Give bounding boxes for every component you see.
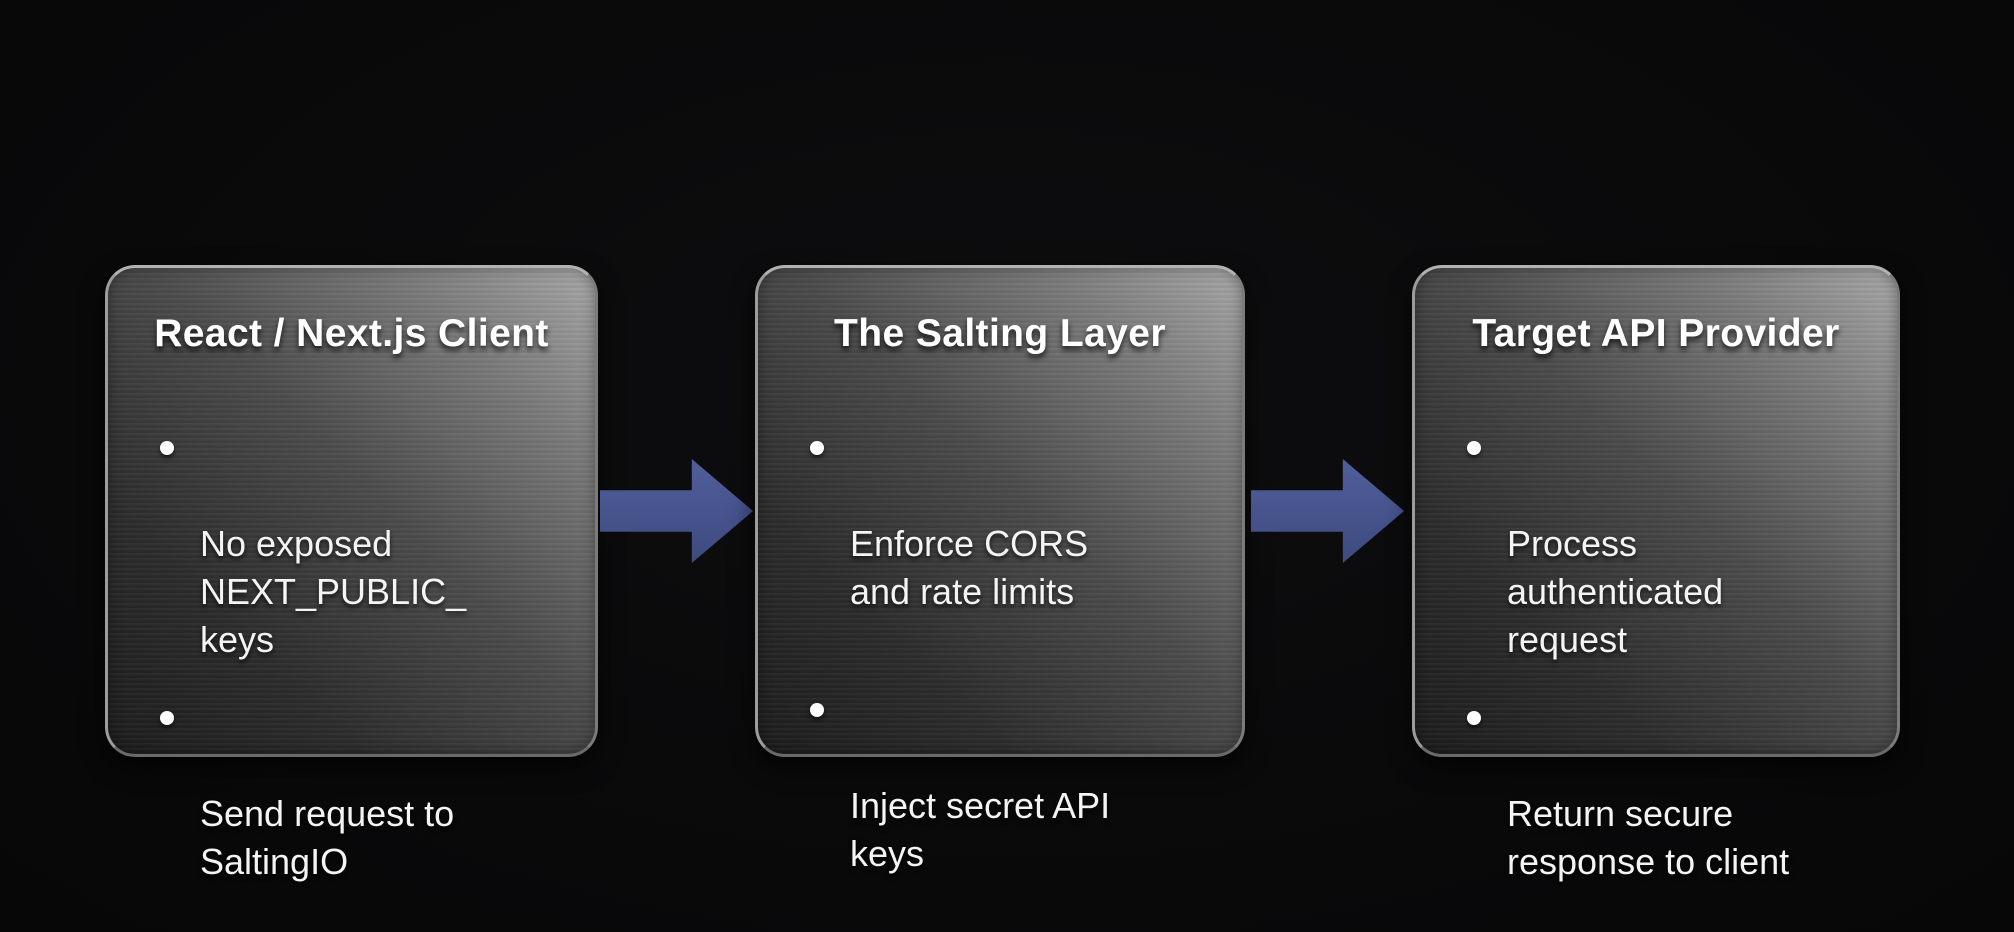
box-react-nextjs-client: React / Next.js Client No exposed NEXT_P… bbox=[105, 265, 598, 882]
bullet-list: Process authenticated request Return sec… bbox=[1455, 424, 1857, 886]
bullet-item: Process authenticated request bbox=[1465, 424, 1857, 664]
bullet-text: Inject secret API keys bbox=[850, 785, 1111, 874]
box-title: Target API Provider bbox=[1472, 312, 1840, 355]
bullet-dot-icon bbox=[160, 441, 174, 455]
bullet-dot-icon bbox=[810, 703, 824, 717]
bullet-text: Send request to SaltingIO bbox=[200, 793, 455, 882]
bullet-dot-icon bbox=[160, 711, 174, 725]
bullet-text: Enforce CORS and rate limits bbox=[850, 523, 1089, 612]
box-title: React / Next.js Client bbox=[154, 312, 549, 355]
box-title: The Salting Layer bbox=[834, 312, 1166, 355]
bullet-text: Return secure response to client bbox=[1507, 793, 1790, 882]
bullet-item: Send request to SaltingIO bbox=[158, 694, 555, 886]
bullet-item: Enforce CORS and rate limits bbox=[808, 424, 1202, 616]
box-target-api-provider: Target API Provider Process authenticate… bbox=[1412, 265, 1900, 882]
bullet-list: No exposed NEXT_PUBLIC_ keys Send reques… bbox=[148, 424, 555, 886]
bullet-list: Enforce CORS and rate limits Inject secr… bbox=[798, 424, 1202, 878]
flow-arrow-right-icon bbox=[600, 459, 753, 563]
box-salting-layer: The Salting Layer Enforce CORS and rate … bbox=[755, 265, 1245, 874]
bullet-dot-icon bbox=[810, 441, 824, 455]
bullet-dot-icon bbox=[1467, 441, 1481, 455]
bullet-text: Process authenticated request bbox=[1507, 523, 1724, 660]
bullet-item: No exposed NEXT_PUBLIC_ keys bbox=[158, 424, 555, 664]
bullet-item: Inject secret API keys bbox=[808, 686, 1202, 878]
bullet-item: Return secure response to client bbox=[1465, 694, 1857, 886]
bullet-text: No exposed NEXT_PUBLIC_ keys bbox=[200, 523, 467, 660]
bullet-dot-icon bbox=[1467, 711, 1481, 725]
flow-arrow-right-icon bbox=[1251, 459, 1404, 563]
